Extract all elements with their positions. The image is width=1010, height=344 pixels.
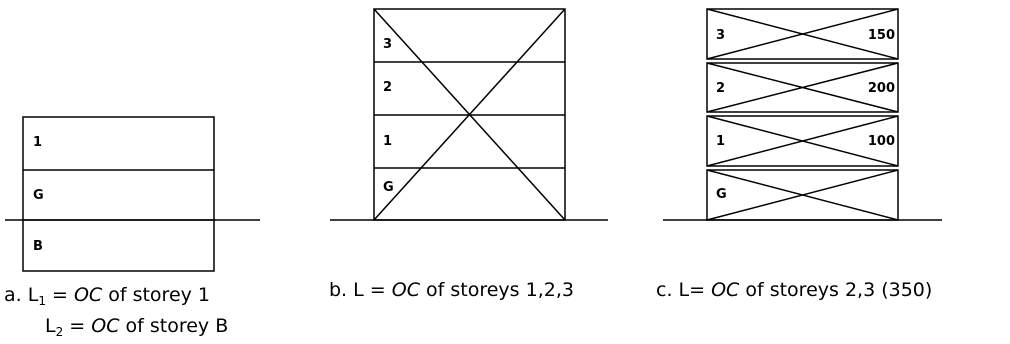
storey-value-2: 200 (868, 81, 895, 96)
storey-label-g: G (33, 188, 44, 203)
storey-label-b: B (33, 239, 43, 254)
cross-brace (373, 8, 566, 221)
storey-label-3: 3 (383, 37, 392, 52)
storey-label-3: 3 (716, 28, 725, 43)
storey-label-1: 1 (33, 135, 42, 150)
storey-label-g: G (383, 180, 394, 195)
caption-b: b. L = OC of storeys 1,2,3 (329, 279, 574, 301)
storey-label-1: 1 (383, 134, 392, 149)
figure-b-building (330, 8, 608, 221)
caption-c: c. L= OC of storeys 2,3 (350) (656, 279, 932, 301)
storey-value-3: 150 (868, 28, 895, 43)
caption-a-line1: a. L1 = OC of storey 1 (4, 284, 210, 308)
storey-label-2: 2 (383, 80, 392, 95)
caption-a-line2: L2 = OC of storey B (45, 315, 228, 339)
storey-value-1: 100 (868, 134, 895, 149)
storey-label-2: 2 (716, 81, 725, 96)
figure-c-building (663, 8, 942, 221)
storey-label-1: 1 (716, 134, 725, 149)
storey-label-g: G (716, 187, 727, 202)
figure-a-building (5, 116, 260, 272)
